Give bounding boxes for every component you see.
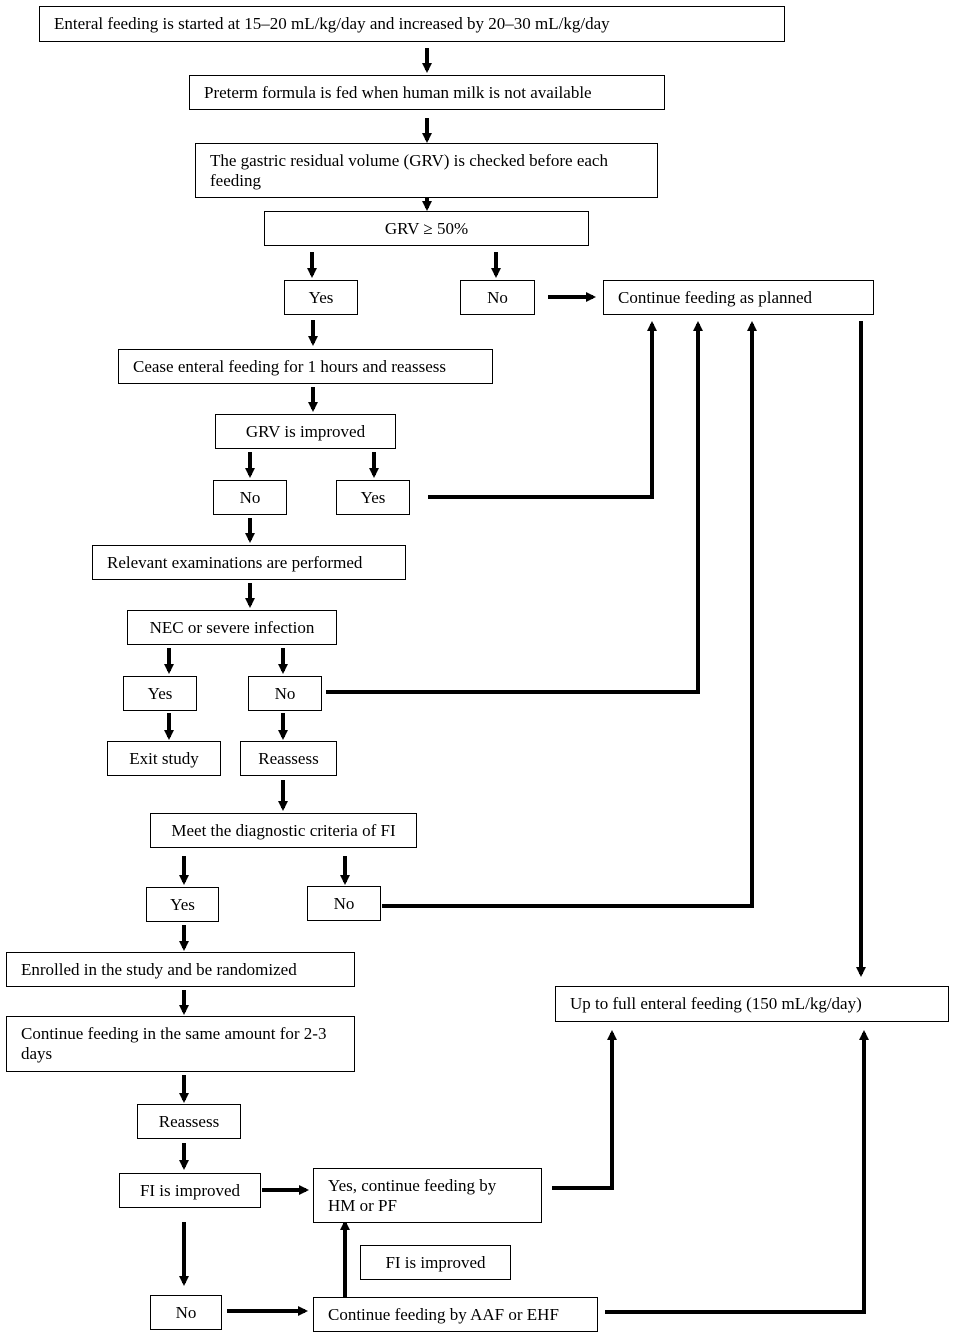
node-preterm-formula: Preterm formula is fed when human milk i… (189, 75, 665, 110)
node-grv-no: No (460, 280, 535, 315)
node-nec-no: No (248, 676, 322, 711)
node-reassess-2: Reassess (137, 1104, 241, 1139)
node-fi-improved-2: FI is improved (360, 1245, 511, 1280)
node-grv-improved-yes: Yes (336, 480, 410, 515)
node-grv-check: The gastric residual volume (GRV) is che… (195, 143, 658, 198)
node-exit-study: Exit study (107, 741, 221, 776)
edge-grvimproved-yes-to-continue (428, 321, 657, 499)
node-continue-same: Continue feeding in the same amount for … (6, 1016, 355, 1072)
node-enrolled: Enrolled in the study and be randomized (6, 952, 355, 987)
node-cease-feeding: Cease enteral feeding for 1 hours and re… (118, 349, 493, 384)
node-fi-no: No (307, 886, 381, 921)
node-fi-criteria: Meet the diagnostic criteria of FI (150, 813, 417, 848)
node-examinations: Relevant examinations are performed (92, 545, 406, 580)
edge-fino-to-continue (382, 321, 757, 908)
node-grv-improved: GRV is improved (215, 414, 396, 449)
node-start: Enteral feeding is started at 15–20 mL/k… (39, 6, 785, 42)
edge-necno-to-continue (326, 321, 703, 694)
node-reassess-1: Reassess (240, 741, 337, 776)
node-yes-continue: Yes, continue feeding by HM or PF (313, 1168, 542, 1223)
node-continue-aaf: Continue feeding by AAF or EHF (313, 1297, 598, 1332)
node-grv-threshold: GRV ≥ 50% (264, 211, 589, 246)
edge-aaf-to-full (605, 1030, 869, 1314)
node-nec-yes: Yes (123, 676, 197, 711)
node-grv-yes: Yes (284, 280, 358, 315)
node-full-enteral: Up to full enteral feeding (150 mL/kg/da… (555, 986, 949, 1022)
node-fi-improved: FI is improved (119, 1173, 261, 1208)
node-continue-planned: Continue feeding as planned (603, 280, 874, 315)
edge-yescontinue-to-full (552, 1030, 617, 1190)
node-grv-improved-no: No (213, 480, 287, 515)
node-no-final: No (150, 1295, 222, 1330)
node-nec: NEC or severe infection (127, 610, 337, 645)
node-fi-yes: Yes (146, 887, 219, 922)
